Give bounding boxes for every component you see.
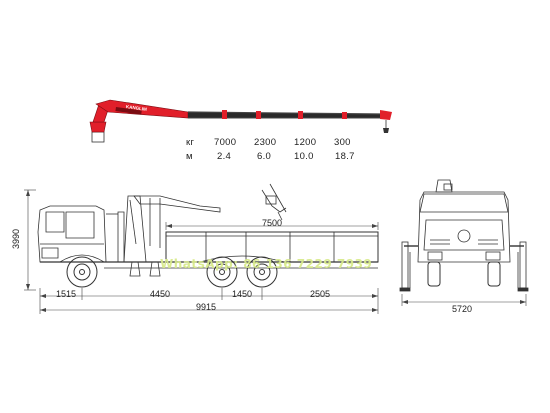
reach-value-1: 2.4 [217,151,232,162]
crane-boom-illustration [89,99,392,143]
outrigger-span-dimension: 5720 [452,304,473,314]
kg-unit-label: кг [186,137,195,148]
body-length-dimension: 7500 [262,218,283,228]
reach-value-3: 10.0 [294,151,314,162]
rear-overhang-dimension: 2505 [310,289,331,299]
load-value-3: 1200 [294,137,317,148]
load-value-1: 7000 [214,137,237,148]
whatsapp-watermark: WhatsApp: 86 136 7229 7939 [160,257,373,271]
reach-value-2: 6.0 [257,151,272,162]
overall-length-dimension: 9915 [196,302,217,312]
dimension-lines [24,189,527,314]
m-unit-label: м [186,151,193,162]
wheelbase-dimension: 4450 [150,289,171,299]
axle-spacing-dimension: 1450 [232,289,253,299]
front-overhang-dimension: 1515 [56,289,77,299]
truck-side-view [37,183,379,288]
load-value-4: 300 [334,137,351,148]
height-dimension: 3990 [11,228,22,250]
reach-value-4: 18.7 [335,151,355,162]
dimension-arrows [26,190,526,312]
load-value-2: 2300 [254,137,277,148]
truck-front-view [399,179,529,292]
